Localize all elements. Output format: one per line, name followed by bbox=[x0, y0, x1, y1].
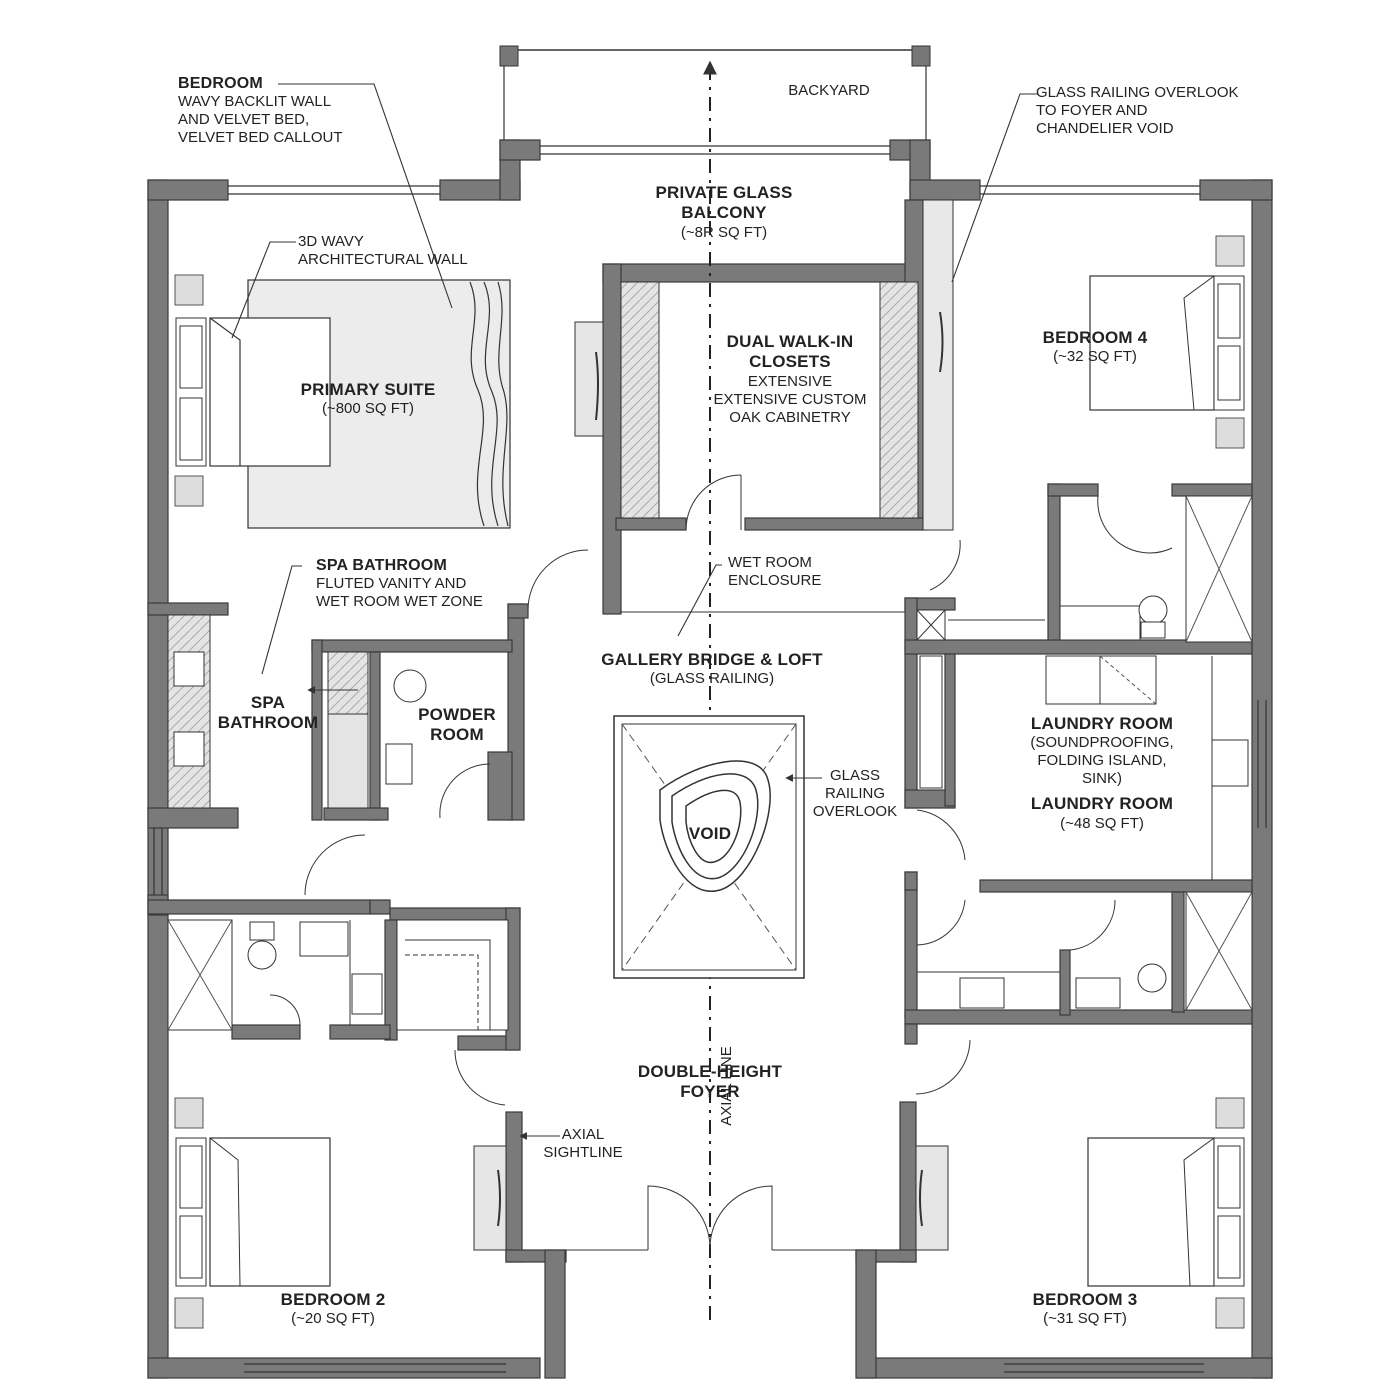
bedroom4-furniture bbox=[916, 235, 1253, 643]
gallery-label: GALLERY BRIDGE & LOFT (GLASS RAILING) bbox=[601, 650, 823, 688]
spa-bathroom-callout: SPA BATHROOM FLUTED VANITY AND WET ROOM … bbox=[316, 557, 483, 611]
closet-cabinetry bbox=[574, 199, 954, 531]
backyard-area bbox=[499, 45, 931, 140]
glass-railing-void-callout: GLASS RAILING OVERLOOK bbox=[812, 767, 898, 820]
bedroom-callout: BEDROOM WAVY BACKLIT WALL AND VELVET BED… bbox=[178, 75, 343, 147]
void-label: VOID bbox=[688, 824, 732, 843]
leader-lines bbox=[231, 83, 1038, 1140]
wavy-wall-callout: 3D WAVY ARCHITECTURAL WALL bbox=[298, 233, 468, 268]
laundry-room-label: LAUNDRY ROOM (SOUNDPROOFING, FOLDING ISL… bbox=[1030, 714, 1174, 832]
balcony-label: PRIVATE GLASS BALCONY (~8R SQ FT) bbox=[655, 183, 793, 241]
wet-room-callout: WET ROOM ENCLOSURE bbox=[728, 554, 822, 589]
laundry-fixtures bbox=[916, 655, 1253, 1011]
axial-line-label: AXIAL LINE bbox=[718, 1046, 735, 1126]
primary-bed bbox=[174, 274, 511, 529]
primary-suite-label: PRIMARY SUITE (~800 SQ FT) bbox=[300, 380, 436, 418]
glass-railing-overlook-callout: GLASS RAILING OVERLOOK TO FOYER AND CHAN… bbox=[1036, 84, 1239, 137]
foyer-label: DOUBLE-HEIGHT FOYER bbox=[637, 1062, 783, 1102]
bedroom3-furniture bbox=[915, 1039, 1245, 1329]
void-chandelier bbox=[613, 715, 805, 979]
axial-sightline-callout: AXIAL SIGHTLINE bbox=[543, 1126, 623, 1161]
closets-label: DUAL WALK-IN CLOSETS EXTENSIVE EXTENSIVE… bbox=[713, 332, 867, 426]
bedroom3-label: BEDROOM 3 (~31 SQ FT) bbox=[1032, 1290, 1138, 1328]
bedroom2-bath bbox=[167, 919, 509, 1106]
spa-bathroom-fixtures bbox=[167, 549, 589, 896]
bedroom4-label: BEDROOM 4 (~32 SQ FT) bbox=[1042, 328, 1148, 366]
spa-bathroom-label: SPA BATHROOM bbox=[217, 693, 319, 733]
windows bbox=[153, 145, 1267, 1373]
backyard-label: BACKYARD bbox=[788, 82, 870, 99]
bedroom2-furniture bbox=[174, 1097, 507, 1329]
powder-room-label: POWDER ROOM bbox=[418, 705, 496, 745]
bedroom2-label: BEDROOM 2 (~20 SQ FT) bbox=[280, 1290, 386, 1328]
foyer-doors bbox=[566, 1185, 856, 1251]
walls bbox=[147, 139, 1273, 1379]
